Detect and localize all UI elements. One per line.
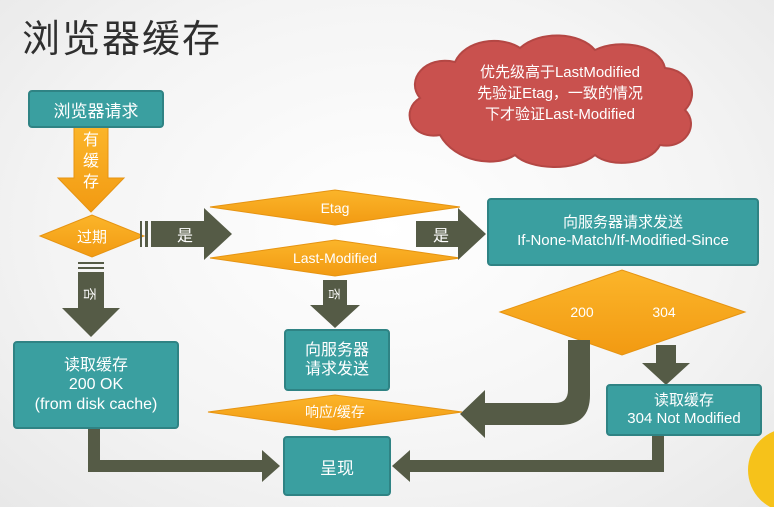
response-cache-diamond <box>207 394 463 431</box>
read-cache-200-line-2: 200 OK <box>68 376 124 394</box>
no-arrow-2 <box>310 280 360 328</box>
expired-label: 过期 <box>76 228 107 246</box>
render-arrow-right <box>392 434 664 482</box>
status-304-label: 304 <box>652 304 676 320</box>
cloud-line-1: 优先级高于LastModified <box>479 64 641 81</box>
read-cache-304-line-1: 读取缓存 <box>653 392 714 409</box>
server-request-top-line-1: 向服务器请求发送 <box>562 214 683 231</box>
etag-diamond <box>209 189 461 226</box>
server-request-mid-box: 向服务器 请求发送 <box>284 329 390 391</box>
etag-label: Etag <box>320 200 350 216</box>
render-label: 呈现 <box>320 458 354 478</box>
read-cache-304-line-2: 304 Not Modified <box>627 410 741 427</box>
yes-arrow-1 <box>151 208 232 260</box>
cloud-shape <box>408 34 694 168</box>
read-cache-304-box: 读取缓存 304 Not Modified <box>606 384 762 436</box>
no-label-2: 否 <box>327 287 342 300</box>
page-title: 浏览器缓存 <box>22 17 223 61</box>
yes-arrow-2 <box>416 208 486 260</box>
cloud-line-3: 下才验证Last-Modified <box>484 106 636 123</box>
server-request-mid-line-1: 向服务器 <box>304 341 369 359</box>
yes-label-1: 是 <box>176 228 193 245</box>
last-modified-label: Last-Modified <box>292 250 378 266</box>
has-cache-label: 有 缓 存 <box>74 130 108 193</box>
has-cache-arrow <box>56 126 126 213</box>
response-cache-label: 响应/缓存 <box>305 404 365 420</box>
read-cache-200-line-1: 读取缓存 <box>63 357 128 375</box>
server-request-top-line-2: If-None-Match/If-Modified-Since <box>517 232 729 249</box>
render-box: 呈现 <box>283 436 391 496</box>
expired-diamond <box>38 214 146 258</box>
has-cache-char-1: 有 <box>82 132 99 149</box>
browser-request-box: 浏览器请求 <box>28 90 164 128</box>
server-request-mid-line-2: 请求发送 <box>304 361 369 378</box>
render-arrow-left <box>88 428 280 482</box>
read-cache-200-box: 读取缓存 200 OK (from disk cache) <box>13 341 179 429</box>
no-arrow-1 <box>62 272 120 337</box>
cloud-line-2: 先验证Etag，一致的情况 <box>477 85 643 102</box>
has-cache-char-2: 缓 <box>82 153 99 170</box>
no-label-1: 否 <box>82 287 98 301</box>
decorative-circle <box>748 431 774 507</box>
has-cache-char-3: 存 <box>82 174 99 191</box>
cloud-text: 优先级高于LastModified 先验证Etag，一致的情况 下才验证Last… <box>440 62 680 125</box>
read-cache-200-line-3: (from disk cache) <box>34 395 158 413</box>
yes-label-2: 是 <box>432 228 449 245</box>
server-request-top-box: 向服务器请求发送 If-None-Match/If-Modified-Since <box>487 198 759 266</box>
200-arrow <box>460 340 590 438</box>
status-200-label: 200 <box>570 304 594 320</box>
304-arrow <box>642 345 690 385</box>
browser-request-label: 浏览器请求 <box>53 101 139 121</box>
status-diamond <box>498 269 747 356</box>
